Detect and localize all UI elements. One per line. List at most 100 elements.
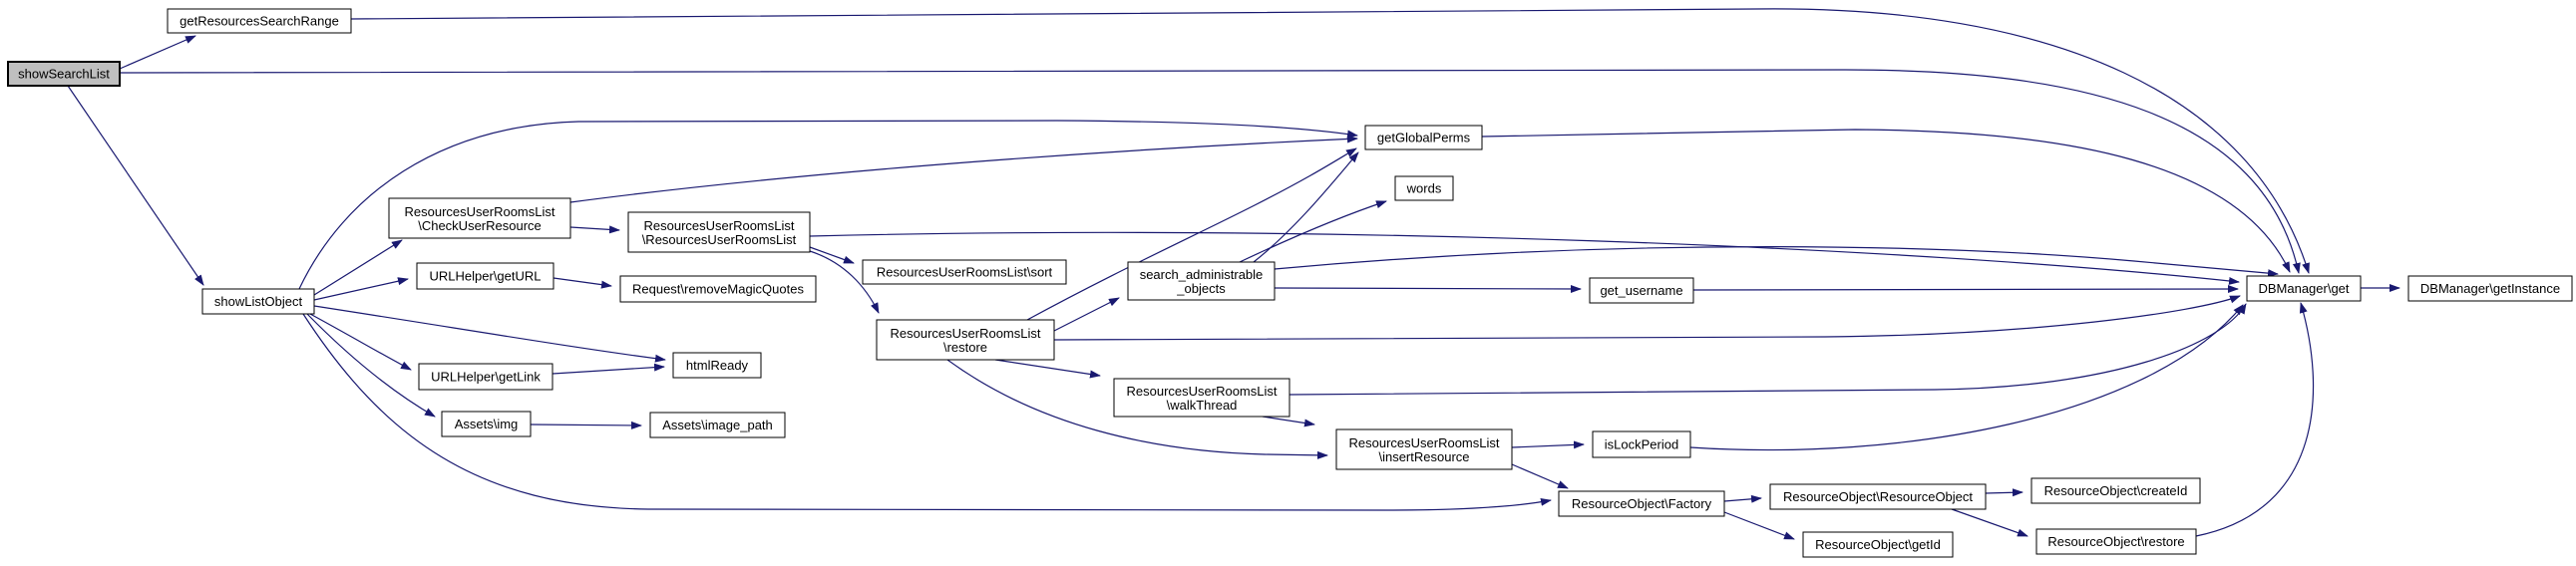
edge-showListObject-to-CheckUserResource: [313, 239, 403, 296]
node-removeMagicQuotes[interactable]: Request\removeMagicQuotes: [619, 275, 817, 303]
node-CheckUserResource[interactable]: ResourcesUserRoomsList\CheckUserResource: [388, 197, 571, 239]
node-label-walkThread: ResourcesUserRoomsList\walkThread: [1127, 384, 1278, 413]
node-label-restore: ResourcesUserRoomsList\restore: [891, 326, 1041, 355]
node-box-restore: [876, 319, 1055, 361]
node-ROctor[interactable]: ResourceObject\ResourceObject: [1769, 483, 1987, 510]
node-box-getLink: [418, 363, 553, 391]
node-searchAdmin[interactable]: search_administrable_objects: [1127, 261, 1276, 301]
edge-searchAdmin-to-words: [1239, 200, 1387, 263]
node-getLink[interactable]: URLHelper\getLink: [418, 363, 553, 391]
node-label-imagePath: Assets\image_path: [662, 418, 773, 432]
edge-insertResource-to-isLockPeriod: [1511, 440, 1585, 449]
node-box-htmlReady: [672, 352, 762, 379]
node-box-words: [1394, 175, 1454, 201]
node-restore[interactable]: ResourcesUserRoomsList\restore: [876, 319, 1055, 361]
node-label-getUsername: get_username: [1600, 283, 1682, 298]
node-label-insertResource: ResourcesUserRoomsList\insertResource: [1349, 435, 1500, 464]
node-showListObject[interactable]: showListObject: [201, 288, 315, 315]
node-label-dbGetInstance: DBManager\getInstance: [2420, 281, 2560, 296]
edge-showListObject-to-getLink: [309, 313, 412, 371]
node-label-getURL: URLHelper\getURL: [430, 269, 542, 284]
node-label-factory: ResourceObject\Factory: [1572, 496, 1712, 511]
node-box-removeMagicQuotes: [619, 275, 817, 303]
node-label-createId: ResourceObject\createId: [2044, 483, 2188, 498]
edge-restore-to-getGlobalPerms: [1026, 147, 1357, 321]
edge-searchAdmin-to-getGlobalPerms: [1253, 151, 1359, 263]
node-box-dbGet: [2246, 275, 2362, 302]
node-label-ROctor: ResourceObject\ResourceObject: [1783, 489, 1973, 504]
edge-walkThread-to-dbGet: [1288, 303, 2247, 396]
node-box-getId: [1802, 531, 1954, 558]
edge-factory-to-getId: [1723, 511, 1795, 540]
node-getId[interactable]: ResourceObject\getId: [1802, 531, 1954, 558]
node-RURLctor[interactable]: ResourcesUserRoomsList\ResourcesUserRoom…: [627, 211, 811, 253]
node-getResourcesSearchRange[interactable]: getResourcesSearchRange: [167, 8, 352, 34]
edge-CheckUserResource-to-RURLctor: [569, 225, 620, 234]
node-box-ROrestore: [2035, 528, 2197, 555]
node-isLockPeriod[interactable]: isLockPeriod: [1592, 430, 1691, 458]
node-box-insertResource: [1335, 428, 1513, 470]
edge-showSearchList-to-dbGet: [119, 69, 2301, 274]
node-ROrestore[interactable]: ResourceObject\restore: [2035, 528, 2197, 555]
node-label-htmlReady: htmlReady: [686, 358, 749, 373]
edge-walkThread-to-insertResource: [1262, 416, 1315, 427]
node-label-removeMagicQuotes: Request\removeMagicQuotes: [632, 282, 804, 297]
node-label-CheckUserResource: ResourcesUserRoomsList\CheckUserResource: [405, 204, 555, 233]
node-words[interactable]: words: [1394, 175, 1454, 201]
node-box-isLockPeriod: [1592, 430, 1691, 458]
node-label-searchAdmin: search_administrable_objects: [1140, 267, 1264, 296]
node-label-dbGet: DBManager\get: [2258, 281, 2349, 296]
node-label-getId: ResourceObject\getId: [1815, 537, 1941, 552]
node-box-showSearchList: [7, 61, 121, 87]
node-box-getResourcesSearchRange: [167, 8, 352, 34]
node-assetsImg[interactable]: Assets\img: [441, 411, 532, 437]
node-box-RURLctor: [627, 211, 811, 253]
node-label-isLockPeriod: isLockPeriod: [1605, 437, 1678, 452]
edge-getURL-to-removeMagicQuotes: [552, 277, 612, 289]
edge-showListObject-to-assetsImg: [306, 313, 436, 418]
edge-isLockPeriod-to-dbGet: [1689, 304, 2244, 451]
node-getURL[interactable]: URLHelper\getURL: [416, 262, 554, 290]
node-factory[interactable]: ResourceObject\Factory: [1558, 490, 1725, 517]
node-imagePath[interactable]: Assets\image_path: [649, 412, 786, 438]
node-box-searchAdmin: [1127, 261, 1276, 301]
node-layer: showSearchList getResourcesSearchRange sho…: [7, 8, 2573, 558]
node-label-showSearchList: showSearchList: [18, 67, 110, 82]
edge-ROrestore-to-dbGet: [2195, 302, 2315, 537]
node-box-CheckUserResource: [388, 197, 571, 239]
edge-restore-to-insertResource: [946, 359, 1328, 459]
node-box-factory: [1558, 490, 1725, 517]
edge-RURLctor-to-restore: [809, 250, 880, 314]
node-box-walkThread: [1113, 378, 1290, 418]
node-dbGet[interactable]: DBManager\get: [2246, 275, 2362, 302]
edge-restore-to-walkThread: [994, 359, 1101, 379]
node-walkThread[interactable]: ResourcesUserRoomsList\walkThread: [1113, 378, 1290, 418]
node-dbGetInstance[interactable]: DBManager\getInstance: [2407, 275, 2573, 302]
edge-assetsImg-to-imagePath: [530, 421, 642, 429]
node-box-getGlobalPerms: [1364, 125, 1483, 150]
node-label-ROrestore: ResourceObject\restore: [2047, 534, 2184, 549]
node-createId[interactable]: ResourceObject\createId: [2030, 477, 2201, 504]
edge-restore-to-dbGet: [1053, 295, 2241, 341]
edge-getGlobalPerms-to-dbGet: [1481, 129, 2291, 273]
node-insertResource[interactable]: ResourcesUserRoomsList\insertResource: [1335, 428, 1513, 470]
edge-insertResource-to-factory: [1511, 463, 1569, 489]
node-box-dbGetInstance: [2407, 275, 2573, 302]
node-getUsername[interactable]: get_username: [1589, 277, 1694, 304]
edge-RURLctor-to-sort: [809, 246, 855, 264]
edge-getUsername-to-dbGet: [1692, 285, 2239, 294]
edge-showListObject-to-htmlReady: [313, 305, 666, 363]
node-box-showListObject: [201, 288, 315, 315]
node-sort[interactable]: ResourcesUserRoomsList\sort: [862, 259, 1067, 285]
node-getGlobalPerms[interactable]: getGlobalPerms: [1364, 125, 1483, 150]
edge-ROctor-to-createId: [1985, 488, 2024, 497]
node-htmlReady[interactable]: htmlReady: [672, 352, 762, 379]
node-box-assetsImg: [441, 411, 532, 437]
node-label-getGlobalPerms: getGlobalPerms: [1377, 131, 1471, 145]
node-box-ROctor: [1769, 483, 1987, 510]
edge-restore-to-searchAdmin: [1053, 297, 1120, 332]
edge-searchAdmin-to-getUsername: [1274, 284, 1582, 293]
node-showSearchList[interactable]: showSearchList: [7, 61, 121, 87]
node-box-imagePath: [649, 412, 786, 438]
